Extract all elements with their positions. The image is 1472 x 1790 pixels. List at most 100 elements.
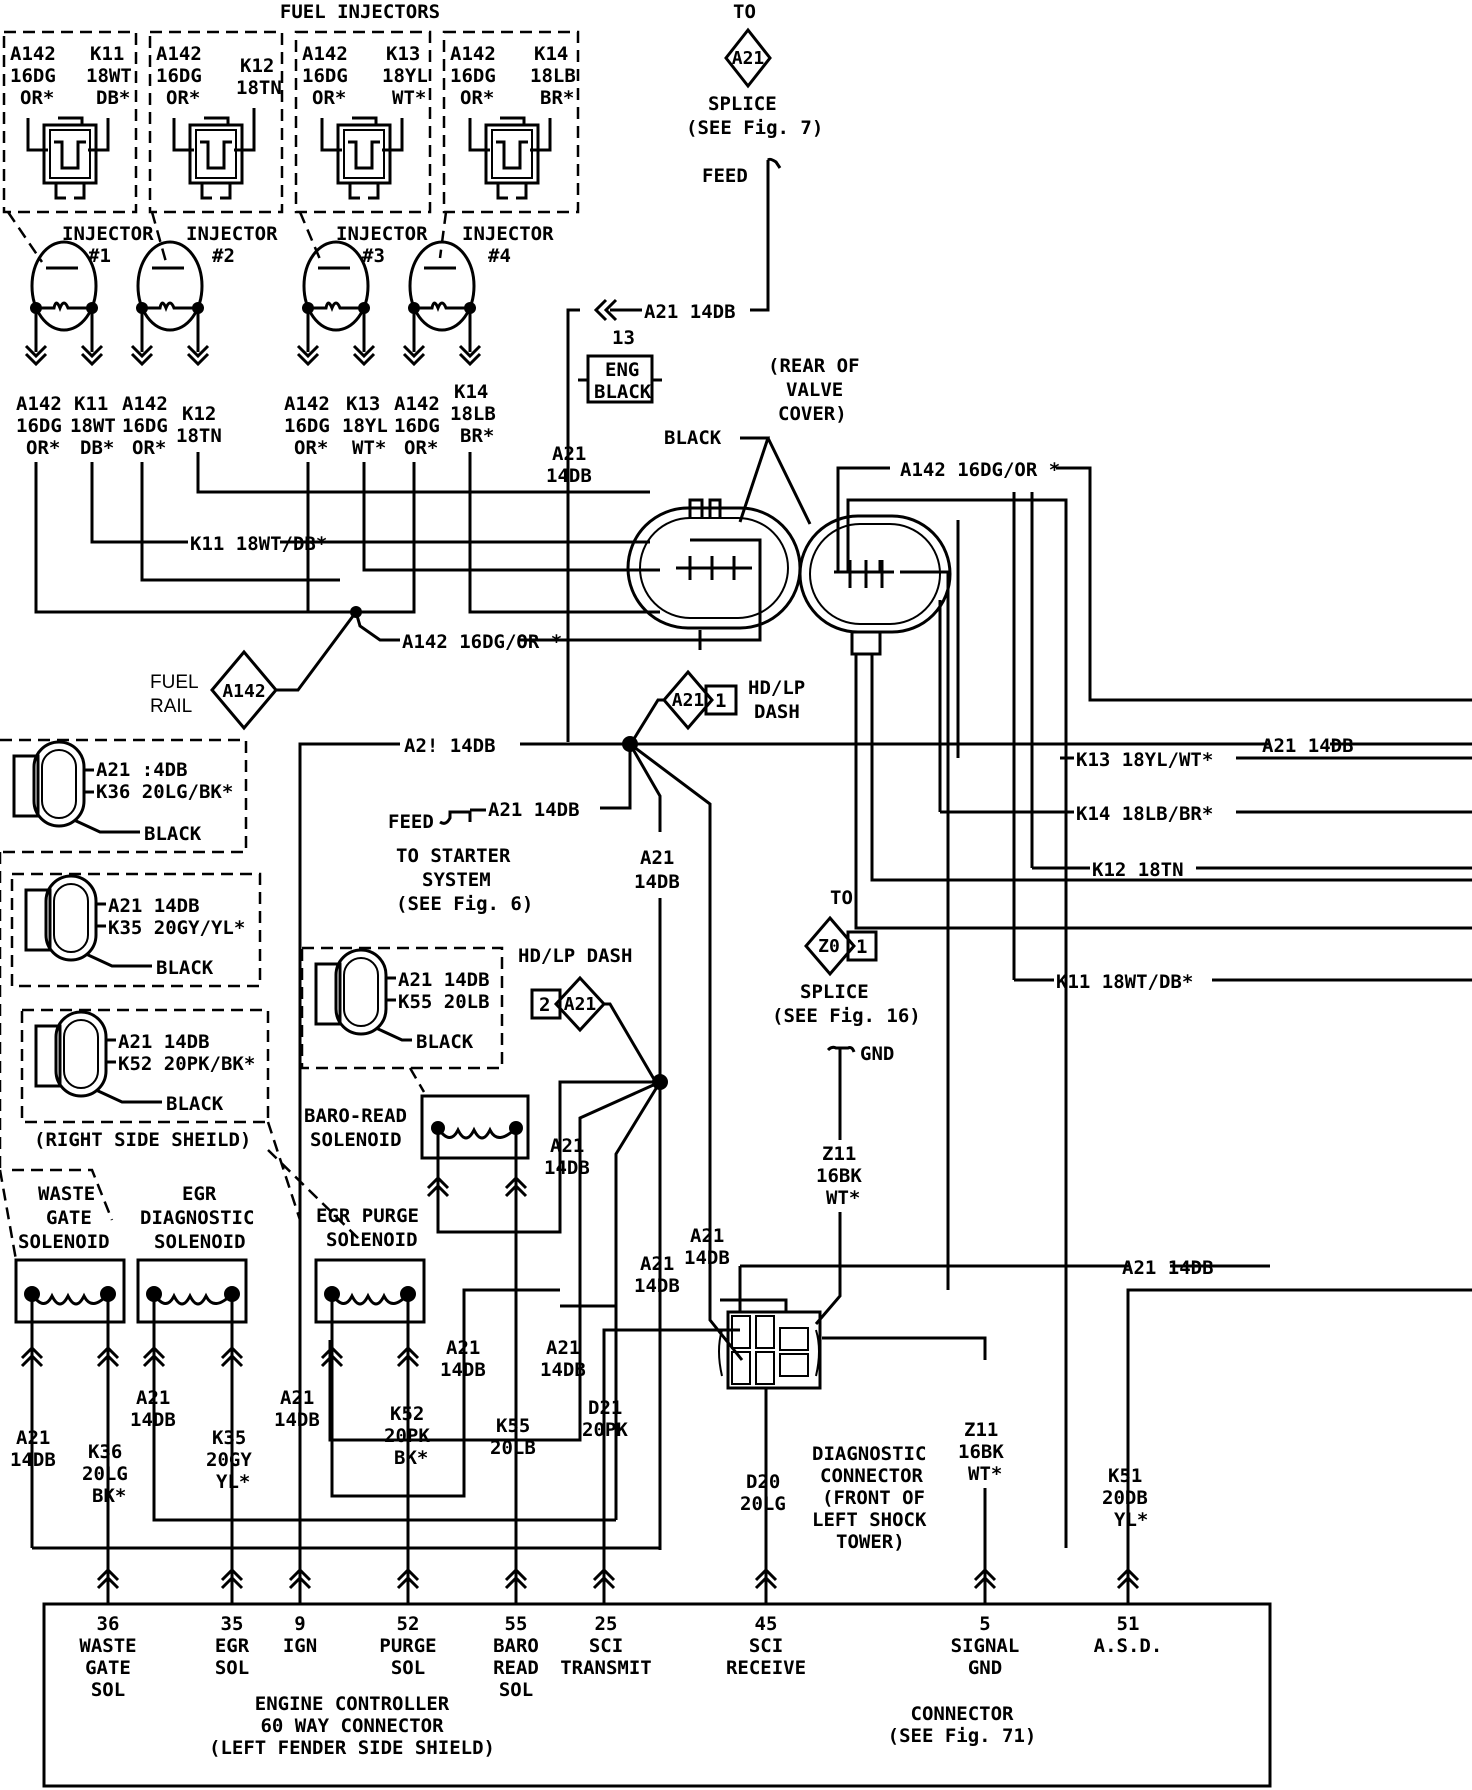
wire-label: K55 (496, 1415, 530, 1437)
wire-label: Z11 (964, 1419, 998, 1441)
starter-reference: (SEE Fig. 6) (396, 893, 533, 915)
wire-label: 14DB (130, 1409, 176, 1431)
wire-label: A21 (446, 1337, 480, 1359)
splice-id: A21 (564, 994, 597, 1015)
color-label: BLACK (156, 957, 214, 979)
ground-label: ENG (605, 359, 639, 381)
wire-label: OR* (312, 87, 346, 109)
wire-label: 14DB (634, 1275, 680, 1297)
wire-label: A142 (16, 393, 62, 415)
wire-label: OR* (20, 87, 54, 109)
wire-label: WT* (352, 437, 386, 459)
ground-number: 13 (612, 327, 635, 349)
wire-label: A142 (302, 43, 348, 65)
baro-read-solenoid: BARO-READ SOLENOID (304, 1094, 530, 1560)
side-connector-k52: A21 14DB K52 20PK/BK* BLACK (20, 1008, 270, 1124)
wire-label: 18YL (342, 415, 388, 437)
wire-label: A21 (280, 1387, 314, 1409)
wire-label: 20PK (384, 1425, 430, 1447)
wire-label: 16BK (816, 1165, 862, 1187)
pin-label: IGN (283, 1635, 317, 1657)
injector-connector-3: A142 16DG OR* K13 18YL WT* (294, 30, 432, 214)
wire-label: K35 (212, 1427, 246, 1449)
fuel-rail-label: FUEL (150, 672, 199, 693)
feed-label: FEED (702, 165, 748, 187)
wire-label: 16DG (302, 65, 348, 87)
wire-label: 20LG (740, 1493, 786, 1515)
harness-connector-right (798, 466, 1472, 1548)
wire-label: K55 20LB (398, 991, 490, 1013)
solenoid-label: EGR PURGE (316, 1205, 419, 1227)
diagram-title: FUEL INJECTORS (280, 1, 440, 23)
to-label: TO (733, 1, 756, 23)
wire-label: BK* (394, 1447, 428, 1469)
controller-pin-chevrons (96, 1567, 1140, 1590)
wire-label: DB* (96, 87, 130, 109)
injector-chevrons (24, 344, 482, 367)
wire-label: A142 (122, 393, 168, 415)
controller-label: ENGINE CONTROLLER (255, 1693, 450, 1715)
injector-label: INJECTOR (62, 223, 154, 245)
wire-label: K14 (454, 381, 488, 403)
connector-icon (172, 108, 256, 200)
solenoid-label: BARO-READ (304, 1105, 407, 1127)
connector-label: DIAGNOSTIC (812, 1443, 926, 1465)
splice-id: A142 (222, 681, 265, 702)
wire-label: 16BK (958, 1441, 1004, 1463)
pin-number: 9 (294, 1613, 305, 1635)
location-label: COVER) (778, 403, 847, 425)
wire-label: A142 (394, 393, 440, 415)
location-label: VALVE (786, 379, 843, 401)
dash-label: HD/LP (748, 677, 805, 699)
wire-label: K11 18WT/DB* (1056, 971, 1193, 993)
fuel-rail-label: RAIL (150, 696, 192, 717)
mid-wire-labels: A21 14DB K36 20LG BK* A21 14DB K35 20GY … (10, 1225, 730, 1507)
wire-label: K12 (182, 403, 216, 425)
wire-label: K12 (240, 55, 274, 77)
wire-label: A21 (690, 1225, 724, 1247)
wire-label: OR* (166, 87, 200, 109)
wire-label: K14 18LB/BR* (1076, 803, 1213, 825)
wire-label: A21 (136, 1387, 170, 1409)
wire-label: BR* (540, 87, 574, 109)
pin-label: SOL (391, 1657, 425, 1679)
injector-label: INJECTOR (336, 223, 428, 245)
pin-label: PURGE (379, 1635, 436, 1657)
fuel-rail-splice: FUEL RAIL A142 (150, 611, 358, 731)
solenoid-label: SOLENOID (326, 1229, 418, 1251)
wire-label: K14 (534, 43, 568, 65)
wire-label: A21 (640, 847, 674, 869)
wire-label: K11 (74, 393, 108, 415)
pin-label: SOL (499, 1679, 533, 1701)
wire-label: A142 16DG/OR * (900, 459, 1060, 481)
wire-label: K51 (1108, 1465, 1142, 1487)
wire-label: BR* (460, 425, 494, 447)
wire-label: YL* (1114, 1509, 1148, 1531)
wire-label: A21 (546, 1337, 580, 1359)
injector-connector-1: A142 16DG OR* K11 18WT DB* (2, 30, 138, 214)
connector-label: CONNECTOR (820, 1465, 924, 1487)
wire-label: 20LB (490, 1437, 536, 1459)
pin-label: TRANSMIT (560, 1657, 652, 1679)
wire-label: 14DB (684, 1247, 730, 1269)
side-connector-k55: A21 14DB K55 20LB BLACK (300, 946, 504, 1070)
wire-label: A21 14DB (1262, 735, 1354, 757)
connector-ref-label: CONNECTOR (911, 1703, 1015, 1725)
wire-label: A142 (156, 43, 202, 65)
wire-label: K52 20PK/BK* (118, 1053, 255, 1075)
shield-label: (RIGHT SIDE SHEILD) (34, 1129, 251, 1151)
side-connector-k36: A21 :4DB K36 20LG/BK* BLACK (0, 738, 248, 854)
connector-icon (26, 116, 110, 200)
pin-number: 55 (505, 1613, 528, 1635)
diagnostic-connector (718, 1264, 1270, 1536)
wire-label: 16DG (16, 415, 62, 437)
color-label: BLACK (664, 427, 722, 449)
waste-gate-solenoid: WASTE GATE SOLENOID (14, 1183, 126, 1560)
injector-connector-2: A142 16DG OR* K12 18TN (148, 30, 284, 214)
wire-label: K13 (346, 393, 380, 415)
wire-label: A21 14DB (398, 969, 490, 991)
wire-label: A21 14DB (488, 799, 580, 821)
color-label: BLACK (416, 1031, 474, 1053)
pin-number: 25 (595, 1613, 618, 1635)
